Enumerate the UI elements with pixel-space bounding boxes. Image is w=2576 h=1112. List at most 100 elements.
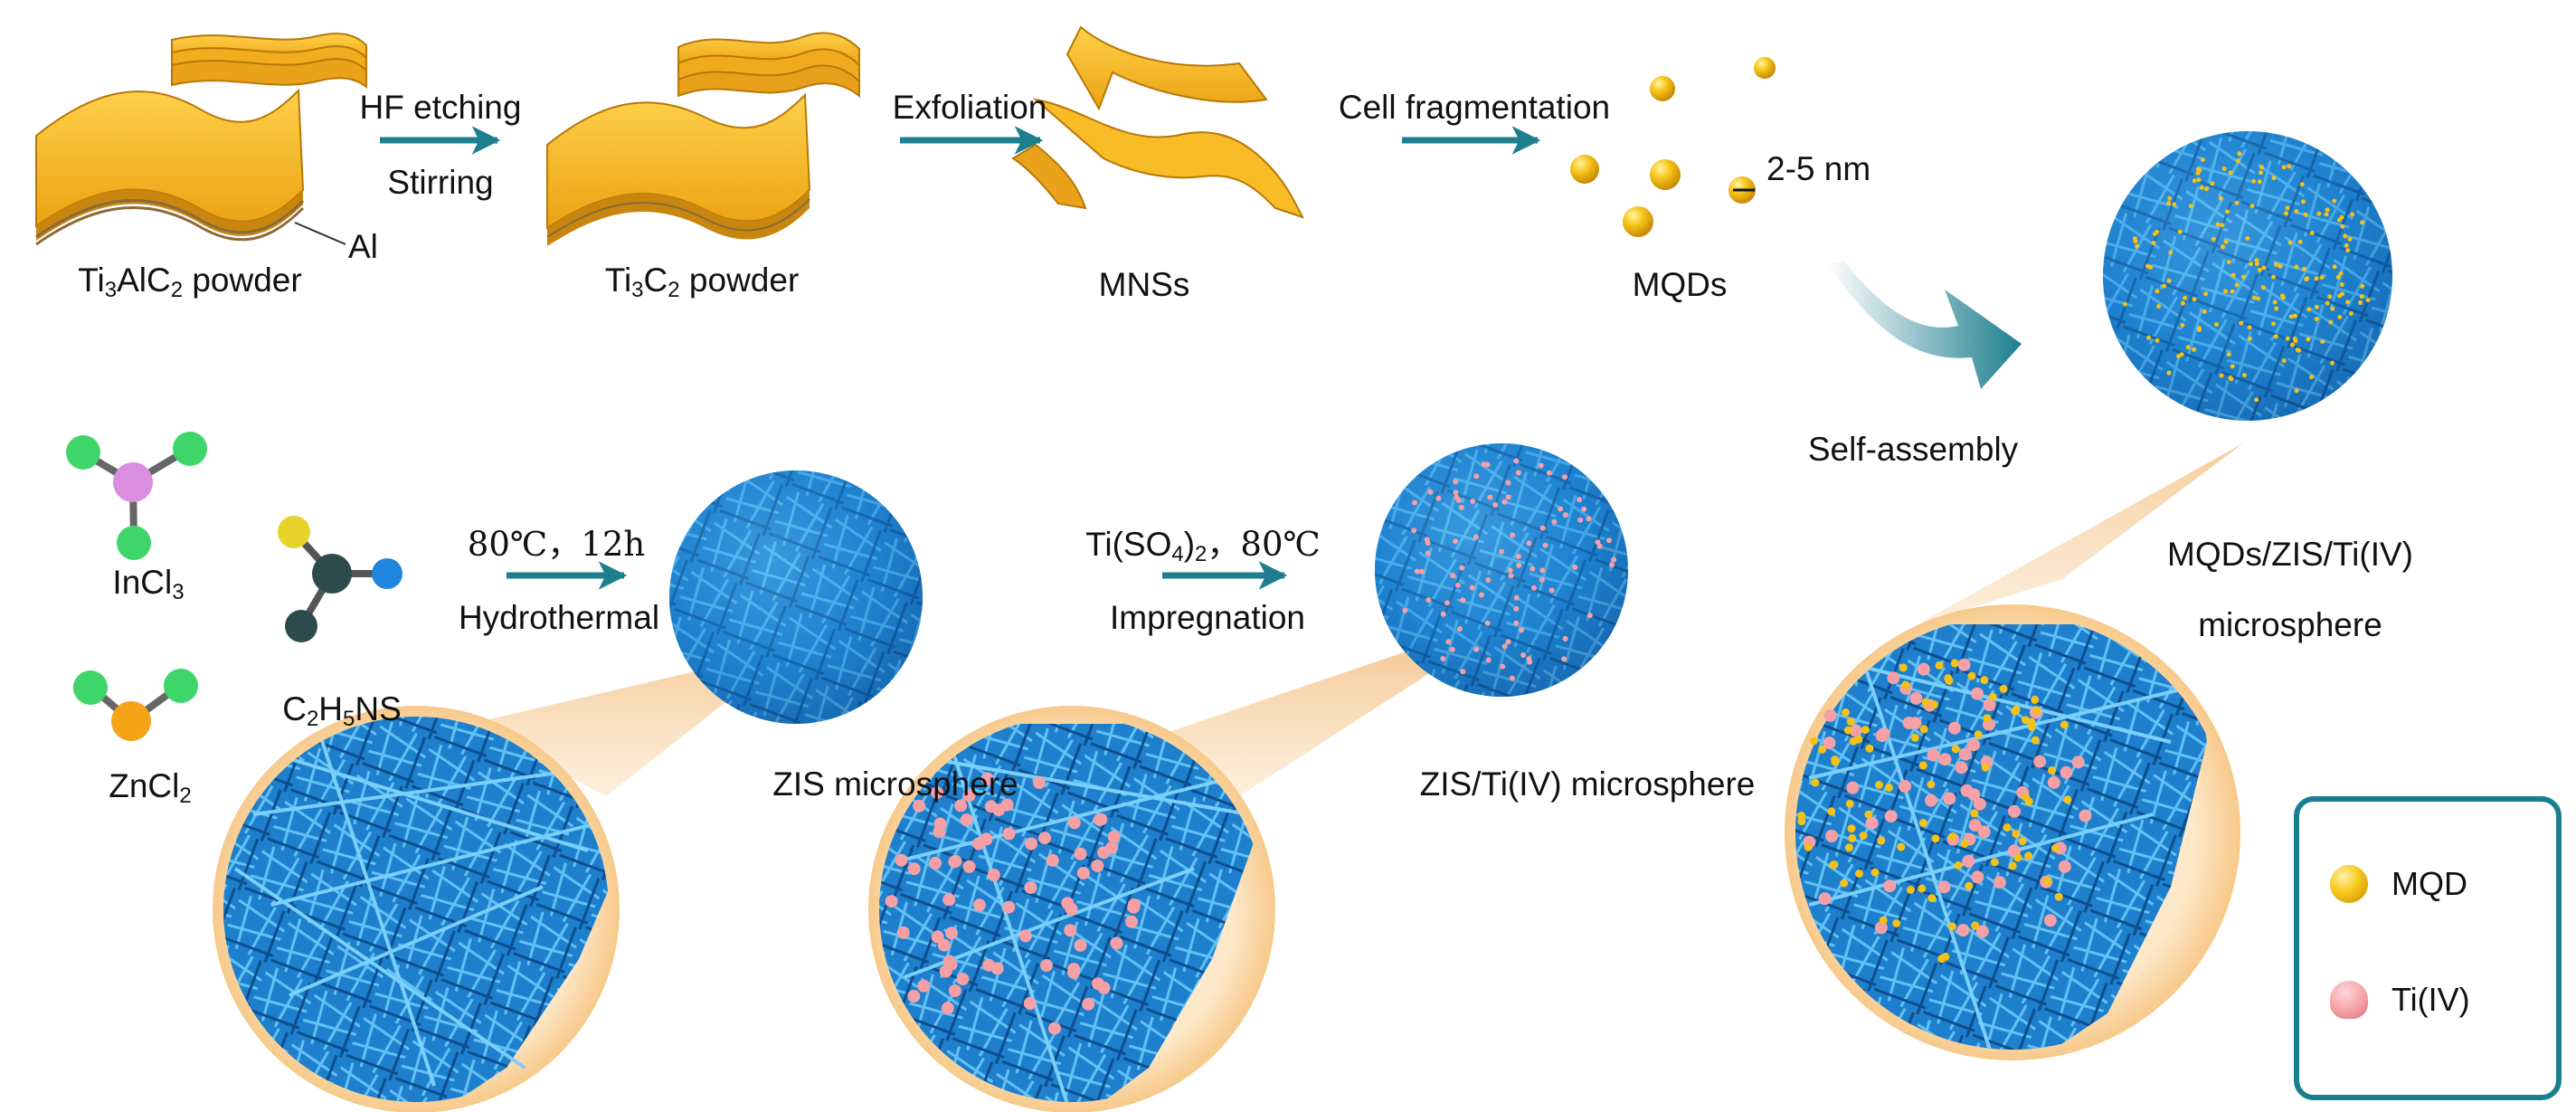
ti-particle (2043, 914, 2057, 927)
ti-particle (1449, 646, 1455, 652)
ti-particle (1444, 600, 1450, 606)
mqd-particle (2027, 722, 2036, 731)
ti3alc2-powder-label: Ti3AlC2 powder (78, 261, 302, 302)
mqd-particle (2360, 283, 2365, 289)
mqd-particle (2249, 204, 2255, 209)
ti-particle (1558, 506, 1564, 512)
zis-ti-microsphere-label: ZIS/Ti(IV) microsphere (1419, 765, 1756, 803)
ti-particle (1909, 691, 1923, 705)
mqd-particle (1944, 674, 1953, 682)
ti-particle (945, 927, 958, 940)
ti-particle (956, 973, 970, 986)
ti-particle (931, 786, 944, 800)
mqd-particle (1810, 737, 1818, 746)
mqd-particle (1919, 725, 1928, 734)
cell-fragmentation-label: Cell fragmentation (1338, 89, 1611, 126)
ti-particle (1508, 573, 1514, 579)
ti-particle (1975, 925, 1989, 938)
mqd-particle (2314, 317, 2319, 322)
arrow-self-assembly (1827, 262, 2022, 389)
mqd-particle (2330, 360, 2334, 366)
ti-particle (1470, 499, 1476, 505)
ti-particle (1425, 540, 1431, 546)
mqd-particle (2336, 217, 2342, 223)
ti-particle (1531, 585, 1537, 591)
ti-dots-sphere2 (1402, 458, 1617, 681)
ti-particle (1943, 792, 1956, 805)
mqd-particle (2133, 239, 2138, 244)
ti-particle (1067, 816, 1081, 830)
ti-particle (1500, 663, 1506, 670)
mqd-particle (2241, 274, 2246, 280)
mqd-particle (2271, 321, 2277, 327)
mqd-particle (2196, 177, 2202, 183)
mqd-particle (2327, 294, 2333, 299)
mqd-particle (2299, 182, 2305, 187)
ti-particle (980, 772, 994, 785)
mqd-particle (2343, 233, 2348, 239)
mqd-particle (2228, 170, 2233, 176)
ti-particle (1479, 592, 1484, 598)
ti-particle (1425, 597, 1432, 604)
mqd-particle (1931, 834, 1940, 843)
ti-particle (1562, 635, 1568, 642)
ti-particle (1874, 921, 1888, 935)
incl3-label: InCl3 (112, 564, 185, 604)
ti-particle (1487, 494, 1493, 500)
mqd-particle (2003, 823, 2012, 832)
mqd-particle (2234, 282, 2240, 288)
ti-particle (1040, 959, 1053, 972)
ti-particle (1818, 892, 1832, 906)
mqd-particle (2293, 338, 2298, 344)
ti-particle (1453, 489, 1459, 496)
ti-particle (2079, 809, 2092, 822)
mqd-particle (2177, 229, 2183, 234)
size-2-5-nm-label: 2-5 nm (1766, 150, 1871, 187)
mqd-particle (2304, 277, 2309, 282)
mqd-particle (2306, 307, 2312, 312)
final-microsphere-label-line1: MQDs/ZIS/Ti(IV) (2167, 536, 2413, 573)
mqd-particle (2330, 306, 2335, 311)
mqd-particle (2195, 170, 2201, 176)
ti-particle (1562, 474, 1567, 480)
ti-particle (1002, 827, 1016, 841)
mqd-particle (1811, 778, 1820, 787)
mqd-particle (2288, 314, 2294, 319)
ti-particle (962, 860, 976, 873)
ti-particle (1046, 853, 1059, 867)
al-label: Al (348, 228, 378, 265)
ti-particle (949, 854, 962, 868)
ti-particle (1960, 784, 1974, 797)
mqd-sphere-icon (2330, 865, 2368, 903)
mqd-particle (2261, 265, 2267, 271)
ti-particle (1074, 938, 1087, 952)
ti-particle (1957, 658, 1971, 671)
mqd-particle (2302, 266, 2307, 271)
legend-box: MQD Ti(IV) (2294, 796, 2562, 1100)
mqd-particle (2325, 300, 2330, 306)
ti-particle (1530, 566, 1536, 572)
ti-particle (2033, 755, 2047, 768)
mqd-particle (1948, 832, 1957, 841)
mqd-particle (1918, 819, 1927, 827)
ti-particle (1561, 656, 1567, 662)
ti-particle (1973, 797, 1986, 811)
mqd-particle (2350, 212, 2355, 217)
mqd-particle (2234, 200, 2240, 205)
mqd-particle (2347, 236, 2353, 242)
ti-particle (1983, 699, 1996, 711)
ti-particle (885, 895, 898, 908)
mqd-particle (2303, 212, 2308, 217)
mqd-particle (1981, 763, 1990, 772)
mqd-particle (2051, 844, 2060, 852)
ti-particle (1509, 675, 1515, 681)
mqd-particle (2012, 830, 2021, 839)
mqd-particle (1877, 836, 1886, 845)
ti-particle (1414, 568, 1420, 575)
ti-particle (1454, 494, 1460, 500)
mnss-nanosheets-illustration (1011, 25, 1304, 219)
ti-particle (1884, 810, 1898, 823)
ti-particle (1865, 816, 1879, 830)
mqd-particle (1901, 680, 1910, 689)
mqd-particle (1935, 661, 1944, 670)
